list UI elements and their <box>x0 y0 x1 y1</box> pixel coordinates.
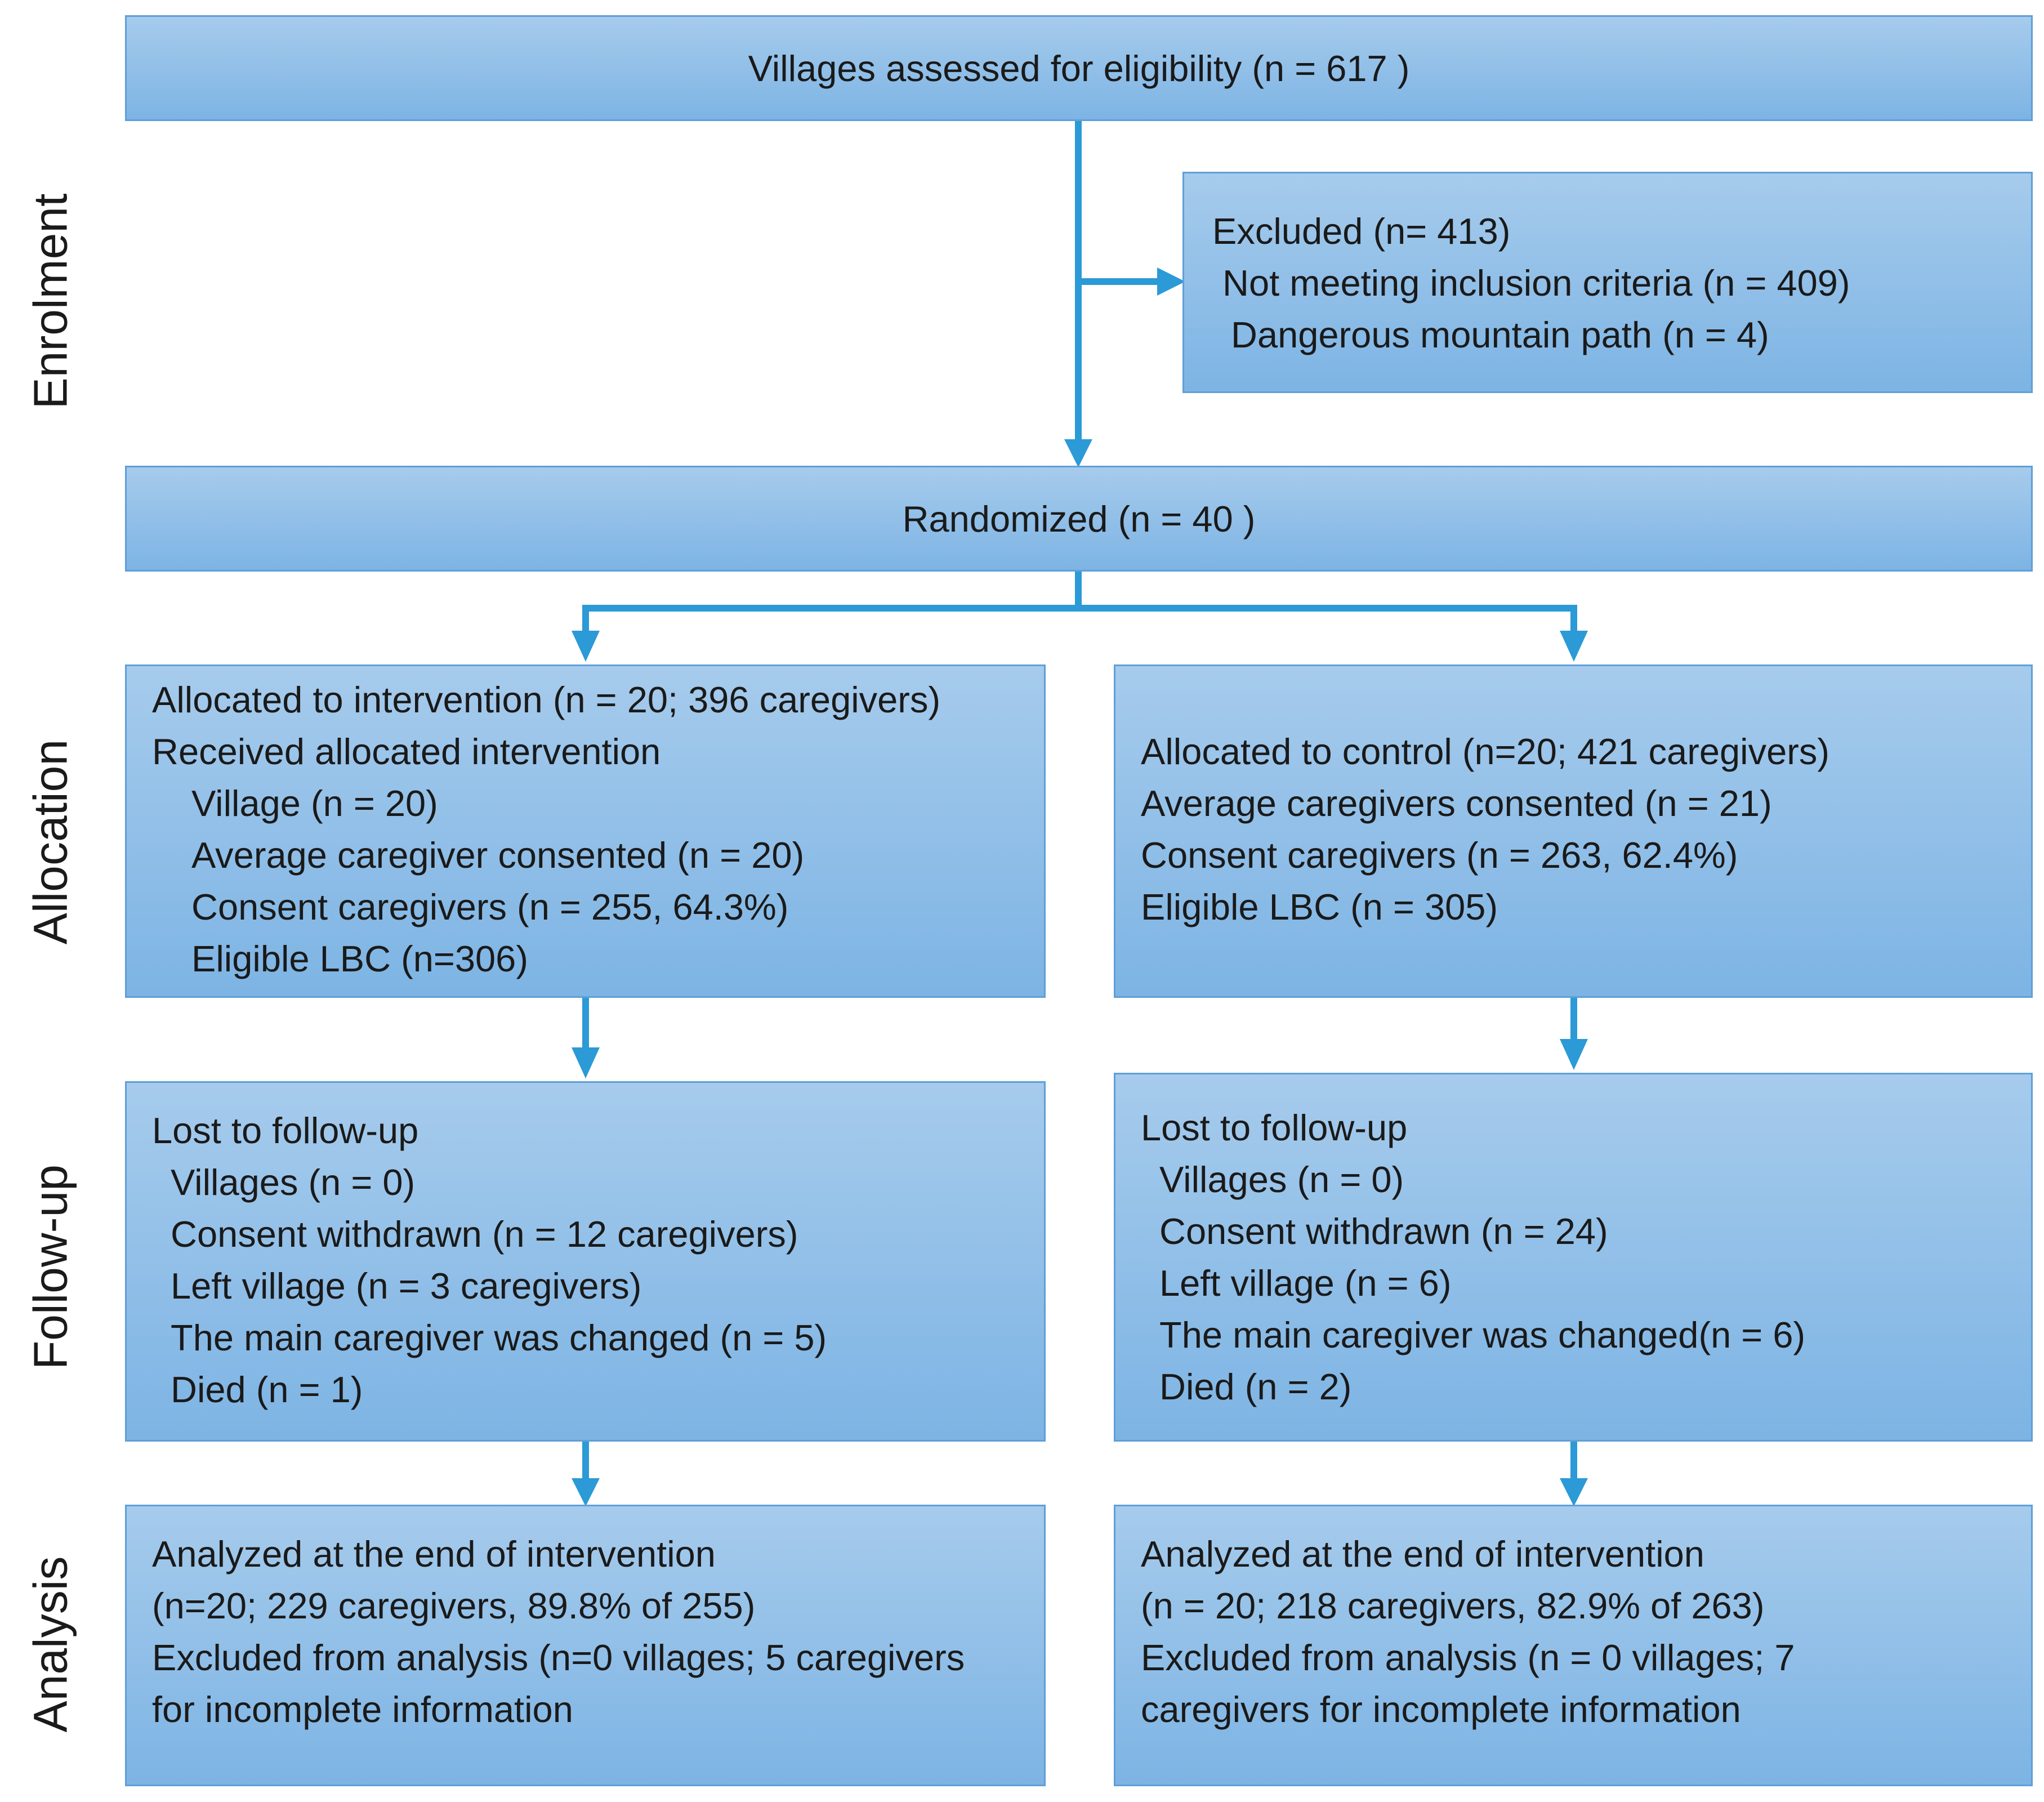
arrowhead-followup-int <box>572 1047 600 1078</box>
followup-intervention-line: Villages (n = 0) <box>171 1162 416 1203</box>
followup-control-box: Lost to follow-up Villages (n = 0) Conse… <box>1114 1073 2033 1442</box>
arrowhead-randomized <box>1064 439 1092 467</box>
allocation-intervention-line: Consent caregivers (n = 255, 64.3%) <box>191 886 789 927</box>
excluded-line: Dangerous mountain path (n = 4) <box>1231 314 1769 355</box>
followup-control-line: Left village (n = 6) <box>1159 1263 1452 1304</box>
followup-control-line: The main caregiver was changed(n = 6) <box>1159 1314 1806 1355</box>
analysis-intervention-line: Analyzed at the end of intervention <box>152 1533 716 1574</box>
randomized-box: Randomized (n = 40 ) <box>125 466 2033 572</box>
followup-control-line: Lost to follow-up <box>1141 1107 1408 1148</box>
allocation-control-line: Eligible LBC (n = 305) <box>1141 886 1498 927</box>
assessed-text: Villages assessed for eligibility (n = 6… <box>748 47 1410 89</box>
allocation-intervention-line: Average caregiver consented (n = 20) <box>191 835 805 876</box>
excluded-line: Excluded (n= 413) <box>1212 211 1511 252</box>
arrowhead-alloc-int <box>572 631 600 662</box>
assessed-box: Villages assessed for eligibility (n = 6… <box>125 15 2033 121</box>
arrowhead-alloc-ctrl <box>1560 631 1588 662</box>
analysis-intervention-line: (n=20; 229 caregivers, 89.8% of 255) <box>152 1585 756 1626</box>
allocation-intervention-line: Allocated to intervention (n = 20; 396 c… <box>152 679 941 720</box>
arrowhead-analysis-ctrl <box>1560 1478 1588 1506</box>
allocation-control-line: Average caregivers consented (n = 21) <box>1141 783 1772 824</box>
followup-intervention-box: Lost to follow-up Villages (n = 0) Conse… <box>125 1081 1046 1442</box>
followup-intervention-line: Lost to follow-up <box>152 1110 419 1151</box>
followup-control-line: Died (n = 2) <box>1159 1366 1352 1407</box>
followup-intervention-line: The main caregiver was changed (n = 5) <box>171 1317 827 1358</box>
connector-randomized-split <box>582 570 1082 634</box>
analysis-control-box: Analyzed at the end of intervention (n =… <box>1114 1505 2033 1786</box>
excluded-box: Excluded (n= 413) Not meeting inclusion … <box>1182 172 2033 393</box>
followup-control-line: Consent withdrawn (n = 24) <box>1159 1211 1608 1252</box>
analysis-control-line: Excluded from analysis (n = 0 villages; … <box>1141 1637 1795 1678</box>
followup-control-line: Villages (n = 0) <box>1159 1159 1404 1200</box>
allocation-intervention-box: Allocated to intervention (n = 20; 396 c… <box>125 664 1046 998</box>
followup-intervention-line: Consent withdrawn (n = 12 caregivers) <box>171 1214 798 1255</box>
arrowhead-excluded <box>1157 267 1185 296</box>
allocation-control-box: Allocated to control (n=20; 421 caregive… <box>1114 664 2033 998</box>
analysis-control-line: caregivers for incomplete information <box>1141 1689 1741 1730</box>
analysis-intervention-line: Excluded from analysis (n=0 villages; 5 … <box>152 1637 965 1678</box>
arrowhead-analysis-int <box>572 1478 600 1506</box>
analysis-control-line: (n = 20; 218 caregivers, 82.9% of 263) <box>1141 1585 1765 1626</box>
connector-randomized-split-right <box>1078 605 1577 634</box>
allocation-control-line: Allocated to control (n=20; 421 caregive… <box>1141 731 1830 772</box>
allocation-intervention-line: Village (n = 20) <box>191 783 438 824</box>
excluded-line: Not meeting inclusion criteria (n = 409) <box>1222 262 1850 304</box>
analysis-intervention-line: for incomplete information <box>152 1689 573 1730</box>
allocation-intervention-line: Eligible LBC (n=306) <box>191 938 528 979</box>
randomized-text: Randomized (n = 40 ) <box>902 498 1256 539</box>
arrowhead-followup-ctrl <box>1560 1039 1588 1070</box>
analysis-intervention-box: Analyzed at the end of intervention (n=2… <box>125 1505 1046 1786</box>
allocation-intervention-line: Received allocated intervention <box>152 731 661 772</box>
followup-intervention-line: Died (n = 1) <box>171 1369 363 1410</box>
allocation-control-line: Consent caregivers (n = 263, 62.4%) <box>1141 835 1738 876</box>
analysis-control-line: Analyzed at the end of intervention <box>1141 1533 1704 1574</box>
followup-intervention-line: Left village (n = 3 caregivers) <box>171 1265 642 1306</box>
